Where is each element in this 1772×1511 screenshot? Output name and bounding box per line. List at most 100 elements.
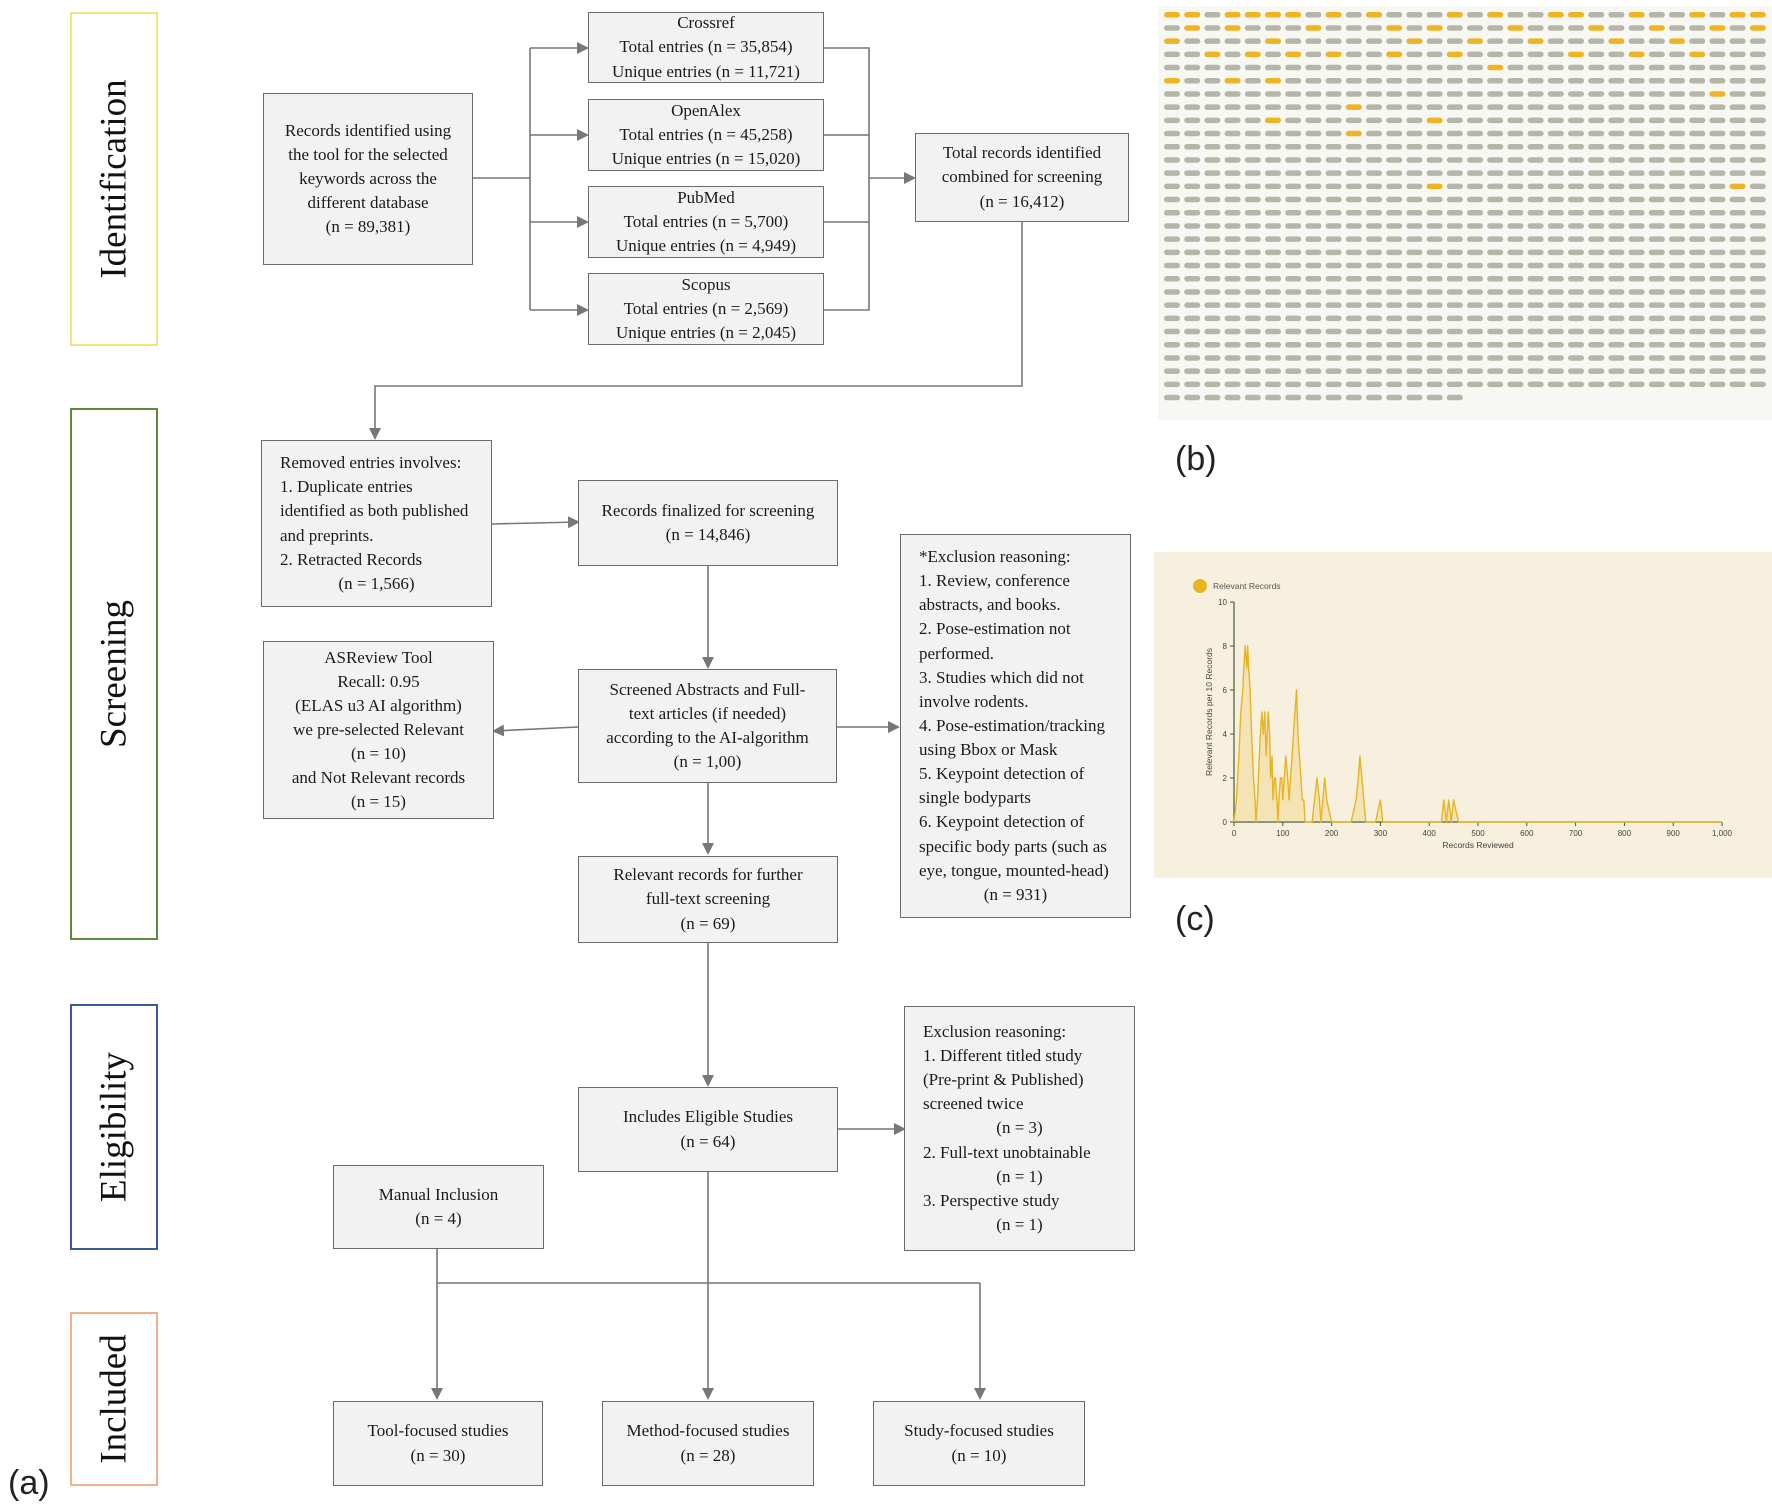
box-line: Recall: 0.95 bbox=[337, 671, 420, 691]
grid-cell bbox=[1547, 315, 1564, 322]
grid-cell bbox=[1164, 236, 1180, 242]
grid-cell bbox=[1689, 355, 1706, 361]
grid-cell bbox=[1285, 315, 1302, 322]
grid-cell bbox=[1265, 328, 1281, 335]
grid-cell bbox=[1386, 368, 1403, 374]
box-line: (n = 10) bbox=[351, 744, 406, 764]
box-relevant-records: Relevant records for further full-text s… bbox=[578, 856, 838, 943]
grid-cell bbox=[1507, 262, 1524, 269]
grid-cell bbox=[1164, 223, 1180, 229]
grid-cell bbox=[1628, 276, 1645, 282]
grid-cell-relevant bbox=[1366, 12, 1382, 18]
grid-cell bbox=[1588, 328, 1605, 335]
x-tick-label: 500 bbox=[1471, 829, 1485, 838]
grid-cell bbox=[1467, 262, 1483, 269]
grid-cell-relevant bbox=[1164, 12, 1180, 18]
grid-cell bbox=[1729, 236, 1746, 242]
grid-cell bbox=[1184, 144, 1201, 150]
grid-cell bbox=[1467, 157, 1483, 163]
grid-cell bbox=[1487, 51, 1504, 58]
grid-cell bbox=[1709, 276, 1726, 282]
grid-cell bbox=[1244, 130, 1261, 137]
grid-cell bbox=[1527, 130, 1544, 137]
grid-cell bbox=[1467, 117, 1483, 124]
grid-cell bbox=[1325, 157, 1342, 163]
grid-cell bbox=[1285, 262, 1302, 269]
grid-cell bbox=[1527, 183, 1544, 190]
grid-cell bbox=[1305, 249, 1322, 256]
grid-cell bbox=[1386, 196, 1403, 203]
grid-cell bbox=[1749, 315, 1766, 322]
grid-cell bbox=[1406, 64, 1423, 71]
grid-cell bbox=[1648, 368, 1665, 374]
grid-cell bbox=[1487, 144, 1504, 150]
box-scopus: Scopus Total entries (n = 2,569) Unique … bbox=[588, 273, 824, 345]
box-openalex: OpenAlex Total entries (n = 45,258) Uniq… bbox=[588, 99, 824, 171]
grid-cell bbox=[1426, 236, 1443, 242]
grid-cell bbox=[1305, 38, 1322, 44]
grid-cell bbox=[1467, 25, 1483, 31]
grid-cell bbox=[1689, 302, 1706, 308]
grid-cell bbox=[1265, 355, 1281, 361]
grid-cell bbox=[1164, 289, 1180, 295]
grid-cell bbox=[1386, 78, 1403, 84]
grid-cell bbox=[1547, 170, 1564, 176]
grid-cell-relevant bbox=[1487, 12, 1504, 18]
grid-cell bbox=[1669, 196, 1685, 203]
box-line: Relevant records for further bbox=[613, 865, 803, 885]
grid-cell bbox=[1386, 157, 1403, 163]
grid-cell bbox=[1487, 223, 1504, 229]
grid-cell bbox=[1709, 64, 1726, 71]
grid-cell bbox=[1749, 157, 1766, 163]
y-tick-label: 4 bbox=[1223, 730, 1228, 739]
grid-cell bbox=[1588, 236, 1605, 242]
grid-cell bbox=[1244, 104, 1261, 110]
grid-cell bbox=[1406, 210, 1423, 216]
grid-cell bbox=[1366, 170, 1382, 176]
grid-cell bbox=[1709, 144, 1726, 150]
grid-cell bbox=[1669, 355, 1685, 361]
grid-cell bbox=[1568, 38, 1584, 44]
grid-cell bbox=[1406, 394, 1423, 401]
grid-cell bbox=[1446, 355, 1463, 361]
grid-cell bbox=[1568, 91, 1584, 97]
grid-cell bbox=[1568, 315, 1584, 322]
grid-cell bbox=[1608, 170, 1625, 176]
grid-cell bbox=[1305, 196, 1322, 203]
grid-cell bbox=[1285, 342, 1302, 348]
grid-cell bbox=[1386, 276, 1403, 282]
grid-cell bbox=[1224, 394, 1241, 401]
box-screened-abstracts: Screened Abstracts and Full- text articl… bbox=[578, 669, 837, 783]
grid-cell bbox=[1648, 328, 1665, 335]
grid-cell bbox=[1689, 210, 1706, 216]
grid-cell bbox=[1689, 130, 1706, 137]
grid-cell bbox=[1547, 210, 1564, 216]
grid-cell bbox=[1386, 289, 1403, 295]
grid-cell bbox=[1507, 170, 1524, 176]
grid-cell bbox=[1244, 183, 1261, 190]
grid-cell-relevant bbox=[1386, 25, 1403, 31]
grid-cell bbox=[1749, 104, 1766, 110]
grid-cell bbox=[1184, 130, 1201, 137]
box-line: (n = 16,412) bbox=[979, 191, 1065, 211]
grid-cell bbox=[1244, 381, 1261, 388]
grid-cell bbox=[1386, 262, 1403, 269]
grid-cell bbox=[1224, 289, 1241, 295]
grid-cell bbox=[1446, 144, 1463, 150]
grid-cell-relevant bbox=[1204, 51, 1221, 58]
box-line: different database bbox=[307, 193, 429, 213]
grid-cell bbox=[1426, 315, 1443, 322]
grid-cell bbox=[1608, 368, 1625, 374]
grid-cell bbox=[1426, 223, 1443, 229]
grid-cell bbox=[1547, 368, 1564, 374]
y-tick-label: 6 bbox=[1223, 686, 1228, 695]
grid-cell bbox=[1305, 355, 1322, 361]
grid-cell bbox=[1568, 236, 1584, 242]
grid-cell bbox=[1224, 381, 1241, 388]
grid-cell bbox=[1749, 328, 1766, 335]
grid-cell bbox=[1689, 38, 1706, 44]
grid-cell bbox=[1729, 342, 1746, 348]
grid-cell bbox=[1345, 355, 1362, 361]
grid-cell bbox=[1507, 315, 1524, 322]
grid-cell bbox=[1689, 289, 1706, 295]
